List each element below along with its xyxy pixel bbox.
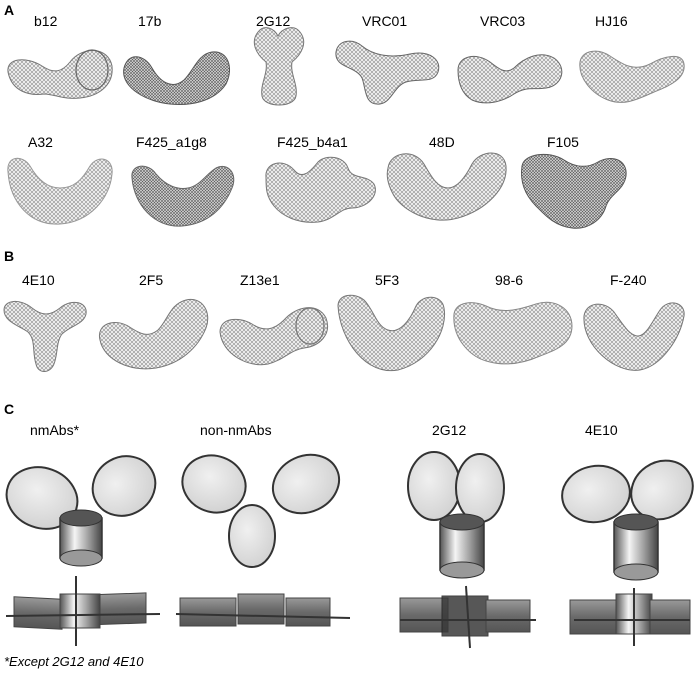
label-f425-b4a1: F425_b4a1: [277, 134, 348, 150]
label-hj16: HJ16: [595, 13, 628, 29]
mesh-5f3: [337, 294, 446, 372]
label-f-240: F-240: [610, 272, 647, 288]
label-f425-a1g8: F425_a1g8: [136, 134, 207, 150]
label-f105: F105: [547, 134, 579, 150]
label-non-nmabs: non-nmAbs: [200, 422, 272, 438]
label-2f5: 2F5: [139, 272, 164, 288]
label-2g12: 2G12: [256, 13, 291, 29]
mesh-f105: [521, 153, 627, 229]
mesh-b12: [7, 49, 113, 99]
mesh-vrc03: [457, 54, 563, 104]
mesh-z13e1: [219, 307, 328, 366]
label-z13e1: Z13e1: [240, 272, 280, 288]
membrane-bars: [175, 593, 351, 627]
model-nmabs: [5, 455, 161, 646]
mesh-vrc01: [335, 40, 440, 105]
label-nmabs: nmAbs*: [30, 422, 80, 438]
panel-b-letter: B: [4, 248, 15, 264]
label-a32: A32: [28, 134, 53, 150]
mesh-f425-b4a1: [265, 156, 376, 223]
mesh-17b: [123, 51, 230, 105]
label-48d: 48D: [429, 134, 455, 150]
model-4e10: [561, 459, 694, 646]
mesh-a32: [7, 157, 113, 225]
label-vrc03: VRC03: [480, 13, 526, 29]
label-4e10-model: 4E10: [585, 422, 618, 438]
membrane-bars: [569, 588, 691, 646]
fc-cylinder: [439, 513, 485, 579]
mesh-f425-a1g8: [131, 165, 235, 227]
mesh-2f5: [98, 298, 209, 370]
label-17b: 17b: [138, 13, 162, 29]
model-non-nmabs: [175, 453, 351, 627]
label-2g12-model: 2G12: [432, 422, 467, 438]
label-5f3: 5F3: [375, 272, 400, 288]
label-b12: b12: [34, 13, 58, 29]
label-vrc01: VRC01: [362, 13, 408, 29]
mesh-2g12: [253, 27, 305, 106]
model-2g12: [399, 451, 536, 649]
label-98-6: 98-6: [495, 272, 524, 288]
mesh-4e10: [3, 301, 87, 372]
label-4e10: 4E10: [22, 272, 55, 288]
panel-c-letter: C: [4, 401, 15, 417]
mesh-hj16: [579, 50, 685, 103]
fc-cylinder: [59, 509, 103, 567]
fc-cylinder: [613, 513, 659, 581]
membrane-bars: [399, 585, 536, 649]
mesh-98-6: [453, 301, 573, 365]
footnote: *Except 2G12 and 4E10: [4, 654, 144, 669]
panel-a-letter: A: [4, 2, 15, 18]
mesh-f-240: [583, 302, 685, 371]
mesh-48d: [386, 152, 507, 221]
membrane-bars: [5, 576, 161, 646]
